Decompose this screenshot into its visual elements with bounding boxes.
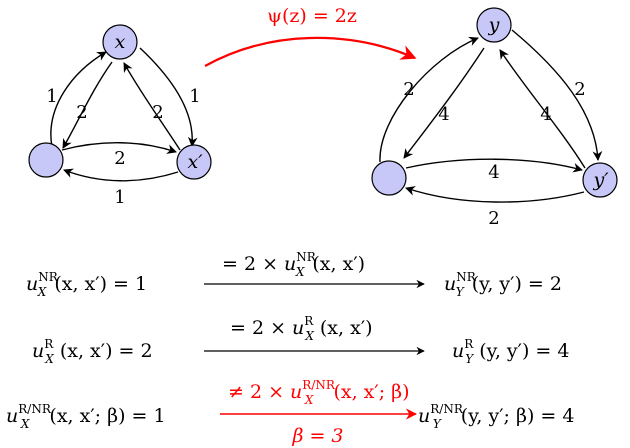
transform-psi: ψ(z) = 2z bbox=[204, 5, 417, 67]
node-x-left bbox=[28, 142, 64, 178]
edge-y-right-to-top bbox=[499, 49, 586, 169]
edge-x-right-to-left bbox=[63, 168, 179, 182]
weight-y-top-to-right: 2 bbox=[574, 79, 585, 100]
node-x-top bbox=[102, 24, 138, 60]
graph-y: y y′ 2 4 2 4 4 2 bbox=[371, 7, 618, 229]
node-y-right bbox=[582, 162, 618, 198]
node-x-right-label: x′ bbox=[187, 151, 203, 173]
graph-x: x x′ 1 2 1 2 2 1 bbox=[28, 24, 212, 208]
weight-y-right-to-left: 2 bbox=[488, 208, 499, 229]
weight-x-top-to-right: 1 bbox=[189, 86, 200, 107]
weight-x-top-to-left: 2 bbox=[76, 102, 87, 123]
edge-x-right-to-top bbox=[123, 62, 181, 151]
node-y-left bbox=[371, 160, 407, 196]
edge-x-left-to-top bbox=[50, 51, 107, 148]
edge-x-left-to-right bbox=[61, 142, 177, 154]
edge-y-right-to-left bbox=[405, 186, 585, 203]
edge-x-top-to-right bbox=[139, 47, 198, 147]
node-x-right bbox=[176, 144, 212, 180]
weight-y-right-to-top: 4 bbox=[540, 104, 551, 125]
node-y-top bbox=[476, 7, 512, 43]
transform-label: ψ(z) = 2z bbox=[267, 5, 357, 27]
weight-y-left-to-right: 4 bbox=[488, 162, 499, 183]
weight-y-left-to-top: 2 bbox=[403, 79, 414, 100]
edge-x-top-to-left bbox=[62, 61, 113, 149]
edge-y-left-to-top bbox=[379, 36, 479, 163]
weight-y-top-to-left: 4 bbox=[438, 104, 449, 125]
weight-x-left-to-right: 2 bbox=[114, 148, 125, 169]
weight-x-left-to-top: 1 bbox=[46, 86, 57, 107]
node-y-top-label: y bbox=[488, 14, 500, 36]
edge-y-top-to-left bbox=[403, 47, 485, 159]
edge-y-left-to-right bbox=[405, 158, 583, 173]
weight-x-right-to-top: 2 bbox=[152, 102, 163, 123]
transform-arrow bbox=[204, 36, 417, 67]
edge-y-top-to-right bbox=[511, 29, 603, 161]
node-y-right-label: y′ bbox=[592, 169, 609, 191]
eq-rnr-beta: β = 3 bbox=[291, 425, 343, 447]
node-x-top-label: x bbox=[115, 31, 126, 53]
weight-x-right-to-left: 1 bbox=[114, 187, 125, 208]
